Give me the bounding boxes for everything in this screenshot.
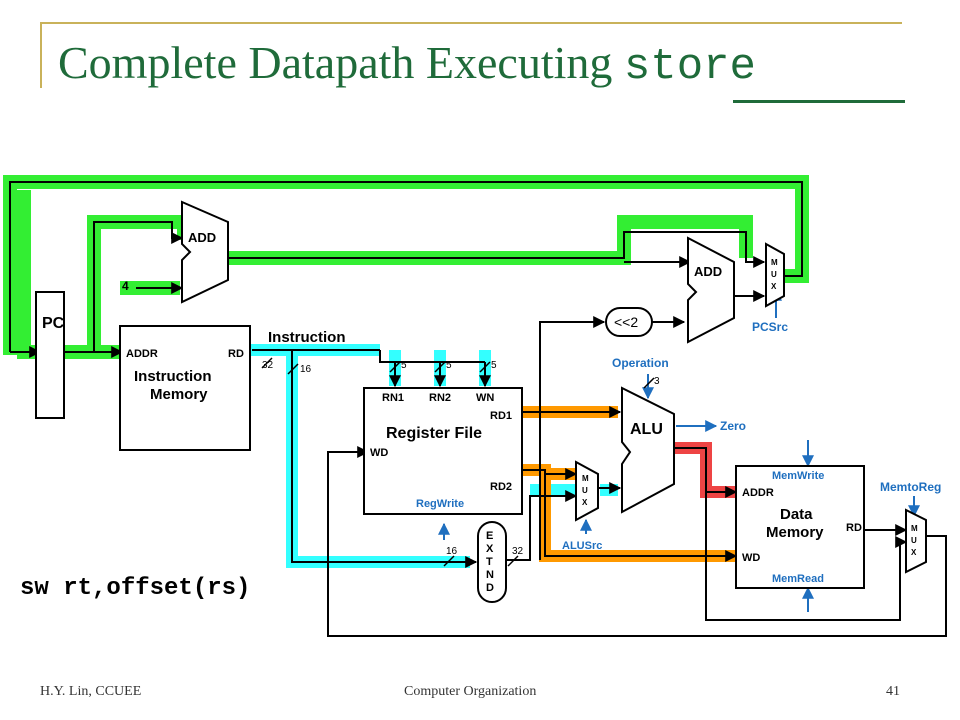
branch-adder — [687, 236, 735, 344]
memtoreg-control: MemtoReg — [880, 480, 941, 494]
zero-output: Zero — [720, 419, 746, 433]
operation-control: Operation — [612, 356, 669, 370]
pc-register — [35, 291, 65, 419]
alusrc-mux-m: M — [582, 474, 589, 483]
bits-5-a: 5 — [401, 360, 407, 371]
instruction-example: sw rt,offset(rs) — [20, 575, 250, 602]
rf-wd-label: WD — [370, 447, 388, 459]
bits-3: 3 — [654, 376, 660, 387]
footer-page-number: 41 — [886, 684, 900, 699]
dmem-rd-label: RD — [846, 522, 862, 534]
extend-letter-x: X — [486, 543, 494, 555]
dmem-title-1: Data — [780, 506, 813, 523]
bits-16-b: 16 — [446, 546, 458, 557]
constant-four: 4 — [122, 279, 129, 293]
register-file — [363, 387, 523, 515]
alu-label: ALU — [630, 421, 663, 438]
bits-16-a: 16 — [300, 364, 312, 375]
title-code-underline — [733, 100, 905, 103]
instruction-memory — [119, 325, 251, 451]
memread-control: MemRead — [772, 573, 824, 585]
alusrc-mux-x: X — [582, 498, 588, 507]
extend-letter-d: D — [486, 582, 494, 594]
pcsrc-mux — [765, 242, 785, 308]
bits-32-a: 32 — [262, 360, 274, 371]
extend-letter-n: N — [486, 569, 494, 581]
pc-label: PC — [42, 315, 65, 332]
memtoreg-mux-u: U — [911, 536, 917, 545]
rf-rd2-label: RD2 — [490, 481, 512, 493]
memtoreg-mux — [905, 508, 927, 574]
memtoreg-mux-x: X — [911, 548, 917, 557]
pcsrc-mux-u: U — [771, 270, 777, 279]
pcsrc-control: PCSrc — [752, 320, 788, 334]
slide-title: Complete Datapath Executing store — [58, 36, 756, 92]
pc-adder — [181, 200, 229, 304]
bus-width-slashes — [261, 357, 655, 567]
imem-rd-label: RD — [228, 348, 244, 360]
pc-adder-label: ADD — [188, 230, 216, 245]
title-code: store — [623, 42, 756, 92]
bits-5-b: 5 — [446, 360, 452, 371]
footer-course: Computer Organization — [404, 684, 537, 699]
imem-title-2: Memory — [150, 386, 208, 403]
rf-rn1-label: RN1 — [382, 392, 404, 404]
title-left-rule — [40, 22, 42, 88]
pcsrc-mux-m: M — [771, 258, 778, 267]
rf-rd1-label: RD1 — [490, 410, 512, 422]
branch-adder-label: ADD — [694, 264, 722, 279]
bits-32-b: 32 — [512, 546, 524, 557]
alusrc-mux — [575, 460, 599, 522]
control-lines — [438, 288, 920, 612]
pcsrc-mux-x: X — [771, 282, 777, 291]
bits-5-c: 5 — [491, 360, 497, 371]
dmem-title-2: Memory — [766, 524, 824, 541]
rf-wn-label: WN — [476, 392, 494, 404]
sign-extend-unit — [477, 521, 507, 603]
regwrite-control: RegWrite — [416, 498, 464, 510]
rf-title: Register File — [386, 425, 482, 442]
alusrc-control: ALUSrc — [562, 540, 602, 552]
shift-left-2 — [605, 307, 653, 337]
rf-rn2-label: RN2 — [429, 392, 451, 404]
memtoreg-mux-m: M — [911, 524, 918, 533]
shift-label: <<2 — [614, 314, 638, 330]
extend-letter-e: E — [486, 530, 493, 542]
datapath-wires — [9, 181, 947, 637]
extend-letter-t: T — [486, 556, 493, 568]
dmem-wd-label: WD — [742, 552, 760, 564]
title-top-rule — [40, 22, 902, 24]
alu — [621, 386, 675, 514]
data-memory — [735, 465, 865, 589]
title-main: Complete Datapath Executing — [58, 37, 613, 88]
imem-addr-label: ADDR — [126, 348, 158, 360]
footer-author: H.Y. Lin, CCUEE — [40, 684, 142, 699]
dmem-addr-label: ADDR — [742, 487, 774, 499]
imem-title-1: Instruction — [134, 368, 212, 385]
memwrite-control: MemWrite — [772, 470, 824, 482]
alusrc-mux-u: U — [582, 486, 588, 495]
instruction-bus-label: Instruction — [268, 329, 346, 346]
